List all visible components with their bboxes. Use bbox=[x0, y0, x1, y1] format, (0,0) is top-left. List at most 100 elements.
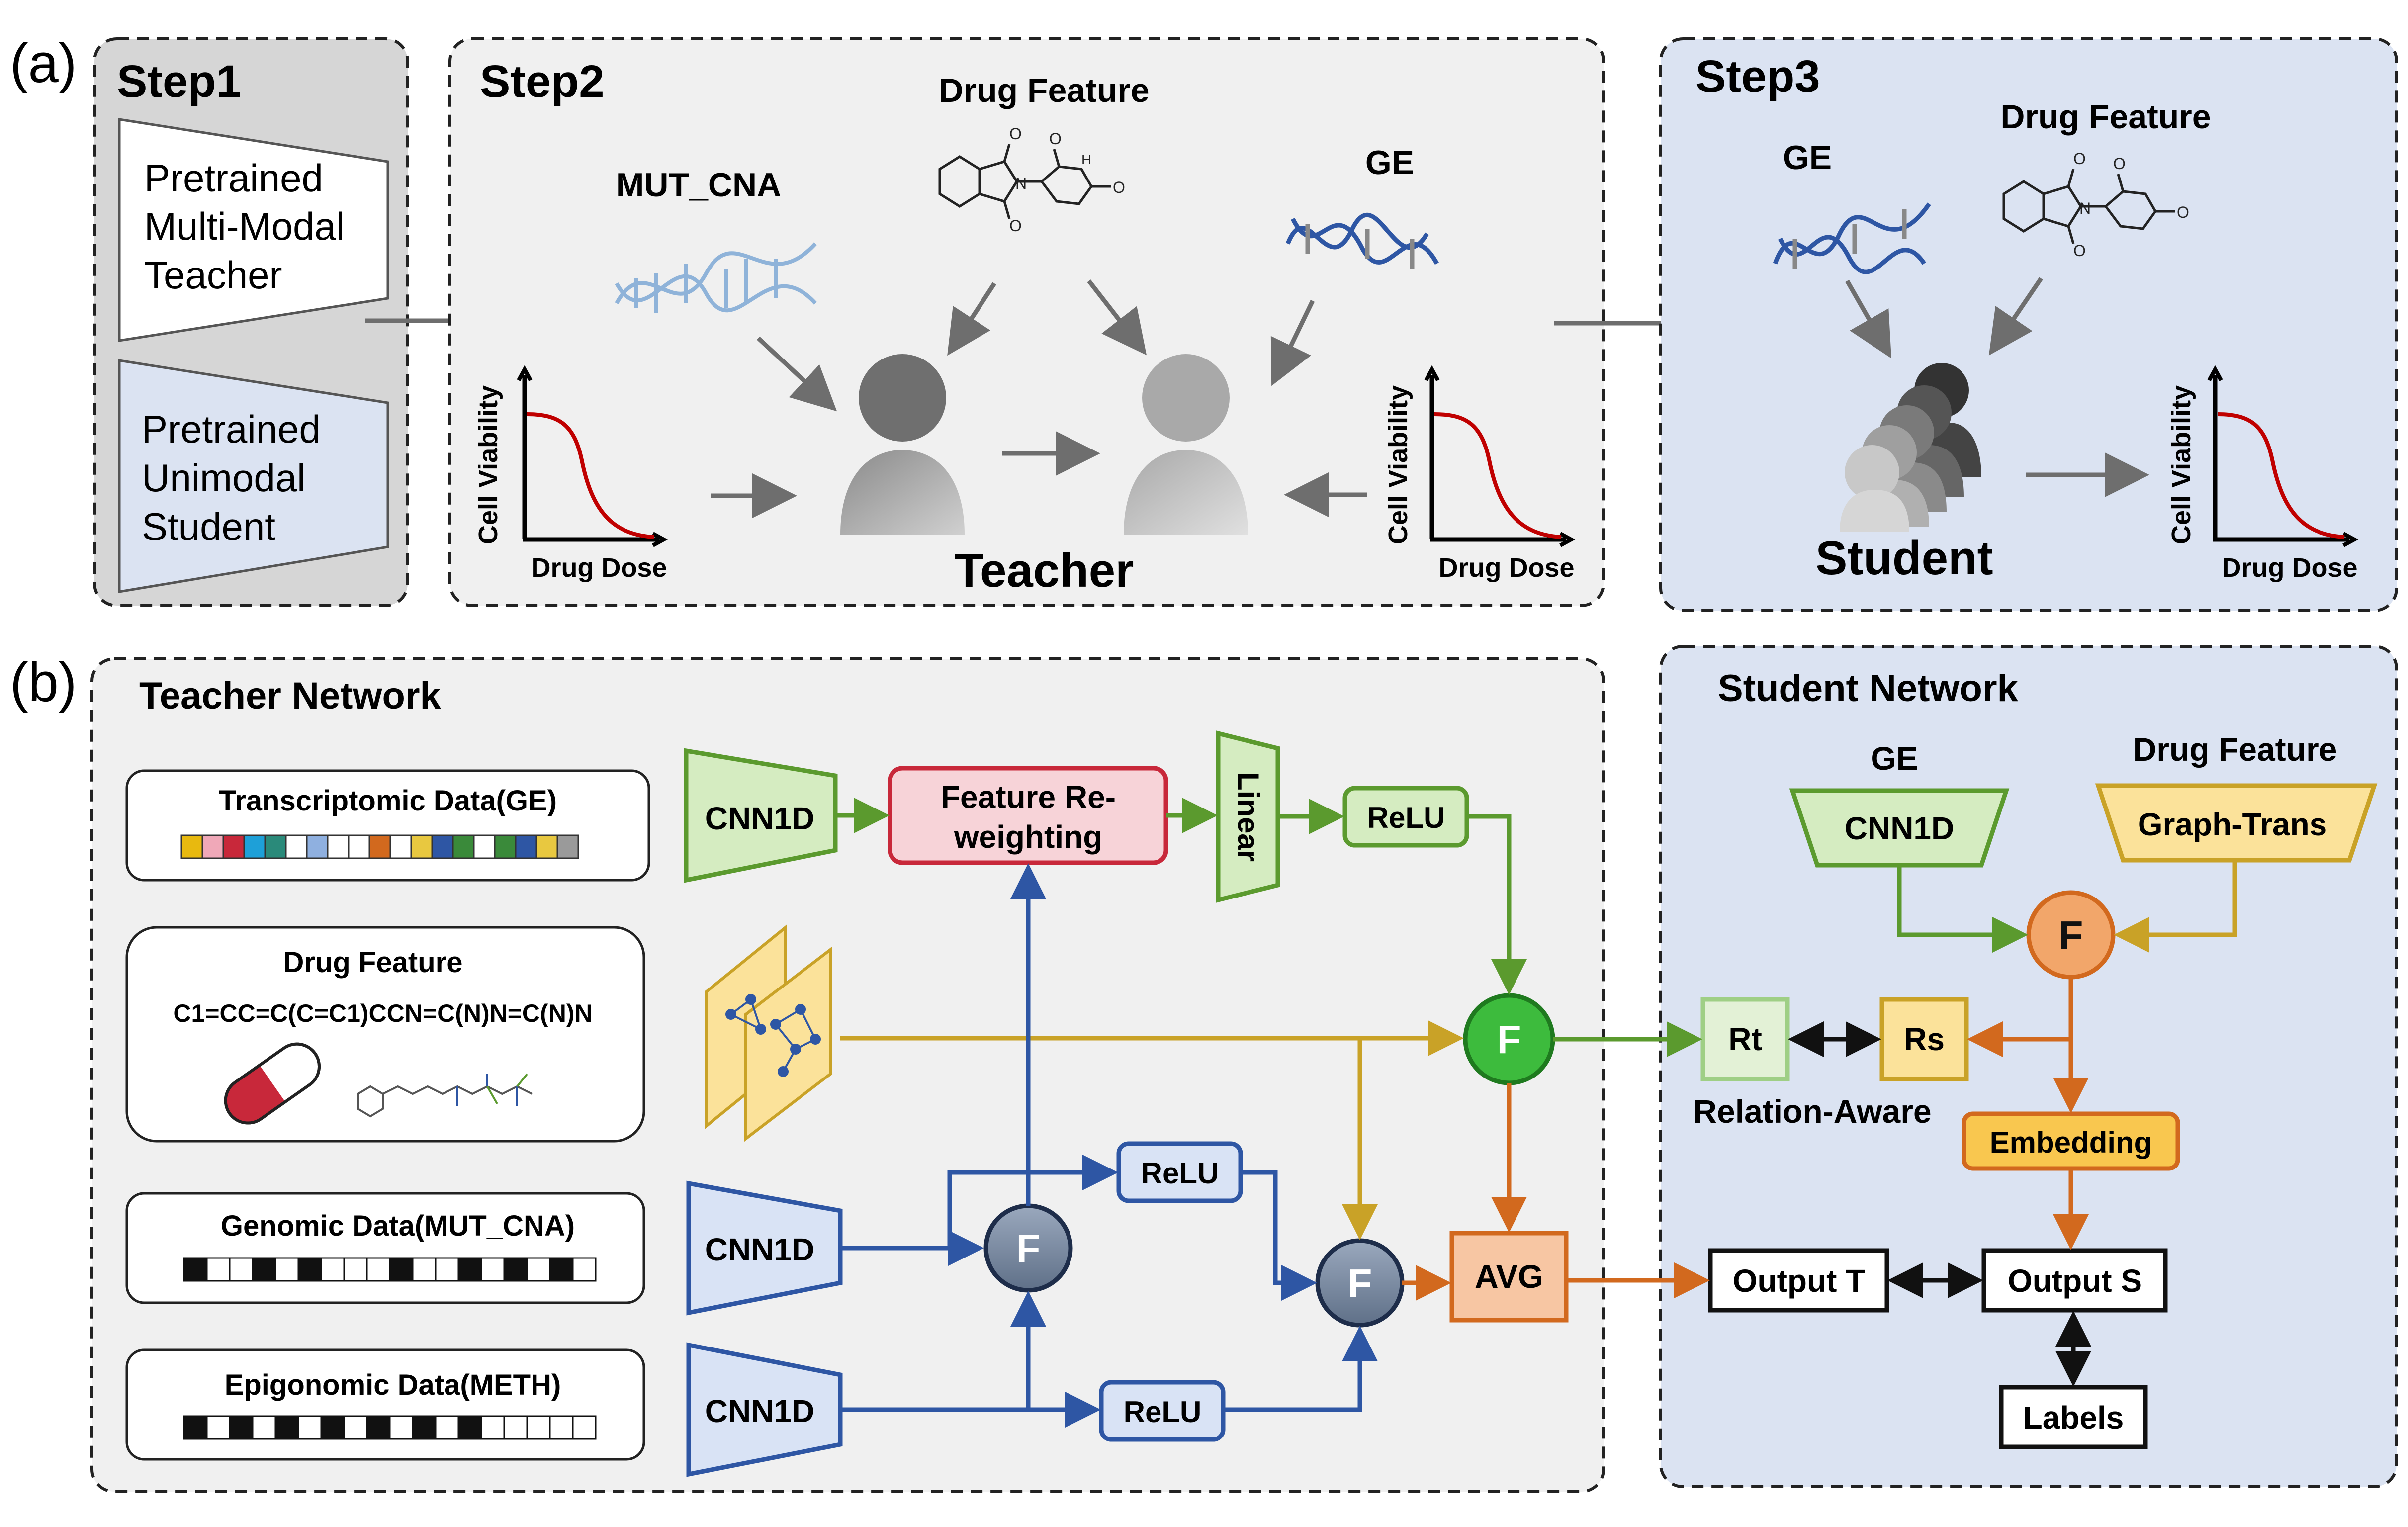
svg-text:H: H bbox=[1081, 152, 1091, 167]
drug-input-title: Drug Feature bbox=[283, 946, 463, 979]
student-drug-label: Drug Feature bbox=[2133, 731, 2337, 768]
student-network-panel: Student Network GE Drug Feature CNN1D Gr… bbox=[1659, 645, 2398, 1488]
drug-input-box: Drug Feature C1=CC=C(C=C1)CCN=C(N)N=C(N)… bbox=[125, 926, 645, 1143]
svg-text:F: F bbox=[1016, 1226, 1041, 1270]
person-icon bbox=[840, 354, 965, 535]
relu-meth-block: ReLU bbox=[1099, 1380, 1226, 1442]
student-network-title: Student Network bbox=[1718, 667, 2019, 710]
cnn1d-ge-block: CNN1D bbox=[684, 748, 838, 883]
step2-drug-feature-label: Drug Feature bbox=[939, 72, 1149, 109]
embedding-label: Embedding bbox=[1990, 1126, 2152, 1159]
svg-text:O: O bbox=[1009, 217, 1022, 235]
teacher-line-1: Pretrained bbox=[144, 156, 323, 200]
panel-b-label: (b) bbox=[10, 652, 77, 713]
student-cnn1d-block: CNN1D bbox=[1789, 788, 2010, 868]
step3-ge-label: GE bbox=[1783, 139, 1832, 177]
student-cnn1d-label: CNN1D bbox=[1845, 810, 1954, 846]
pretrained-teacher-trapezoid: Pretrained Multi-Modal Teacher bbox=[118, 118, 389, 342]
relu-mut-label: ReLU bbox=[1141, 1157, 1219, 1190]
fusion-node-mut-meth: F bbox=[983, 1203, 1073, 1293]
meth-feature-strip bbox=[183, 1415, 597, 1440]
step2-arrows bbox=[711, 279, 1367, 518]
linear-block: Linear bbox=[1216, 730, 1280, 903]
avg-block: AVG bbox=[1449, 1231, 1569, 1323]
student-fusion-node: F bbox=[2026, 890, 2116, 980]
output-t-block: Output T bbox=[1708, 1248, 1889, 1313]
step2-title: Step2 bbox=[480, 56, 605, 107]
student-label: Student bbox=[1815, 532, 1993, 585]
feature-reweighting-line2: weighting bbox=[954, 819, 1103, 855]
mut-input-box: Genomic Data(MUT_CNA) bbox=[125, 1192, 645, 1304]
step2-mut-cna-label: MUT_CNA bbox=[616, 166, 781, 204]
molecule-icon bbox=[357, 1073, 533, 1118]
relation-aware-label: Relation-Aware bbox=[1693, 1093, 1931, 1130]
teacher-network-panel: Teacher Network Transcriptomic Data(GE) bbox=[90, 657, 1605, 1493]
step3-xlabel: Drug Dose bbox=[2222, 553, 2357, 583]
output-t-label: Output T bbox=[1733, 1263, 1866, 1299]
step3-arrows bbox=[1845, 277, 2149, 497]
rt-label: Rt bbox=[1728, 1021, 1762, 1057]
mut-feature-strip bbox=[183, 1257, 597, 1282]
fusion-node-teacher: F bbox=[1463, 993, 1555, 1085]
svg-text:N: N bbox=[2079, 199, 2091, 217]
step3-ylabel: Cell Viability bbox=[2166, 385, 2196, 544]
meth-input-box: Epigonomic Data(METH) bbox=[125, 1348, 645, 1461]
person-icon bbox=[1124, 354, 1248, 535]
teacher-connections bbox=[835, 798, 1527, 1428]
molecule-icon: O O N O H O bbox=[938, 125, 1125, 235]
relu-mut-block: ReLU bbox=[1116, 1141, 1243, 1203]
teacher-label: Teacher bbox=[954, 544, 1134, 597]
fusion-node-omics: F bbox=[1315, 1238, 1405, 1328]
linear-label: Linear bbox=[1232, 772, 1265, 862]
graph-trans-label: Graph-Trans bbox=[2138, 807, 2327, 842]
molecule-icon: O O N O O bbox=[2002, 150, 2189, 260]
student-ge-label: GE bbox=[1871, 740, 1918, 777]
step1-title: Step1 bbox=[117, 56, 242, 107]
student-connections bbox=[1788, 860, 2237, 1387]
student-line-2: Unimodal bbox=[142, 456, 305, 500]
relu-ge-block: ReLU bbox=[1342, 786, 1469, 848]
step3-panel: Step3 GE Drug Feature O O N O O bbox=[1659, 37, 2398, 612]
svg-text:O: O bbox=[2073, 150, 2086, 168]
pill-icon bbox=[224, 1042, 321, 1125]
step3-title: Step3 bbox=[1695, 51, 1820, 102]
svg-text:O: O bbox=[1113, 179, 1125, 196]
svg-text:O: O bbox=[1049, 130, 1062, 148]
cnn1d-mut-block: CNN1D bbox=[686, 1180, 843, 1316]
cross-panel-connections bbox=[1553, 1021, 1710, 1298]
step2-left-ylabel: Cell Viability bbox=[473, 385, 503, 544]
step1-panel: Step1 Pretrained Multi-Modal Teacher Pre… bbox=[93, 37, 409, 607]
teacher-line-3: Teacher bbox=[144, 253, 282, 297]
cnn1d-ge-label: CNN1D bbox=[705, 801, 814, 836]
svg-text:O: O bbox=[2113, 155, 2126, 173]
svg-text:O: O bbox=[2073, 242, 2086, 260]
output-s-block: Output S bbox=[1981, 1248, 2168, 1313]
feature-reweighting-block: Feature Re- weighting bbox=[888, 766, 1168, 865]
rs-block: Rs bbox=[1879, 997, 1969, 1081]
student-line-1: Pretrained bbox=[142, 407, 321, 451]
step2-ge-label: GE bbox=[1365, 144, 1414, 181]
mut-input-label: Genomic Data(MUT_CNA) bbox=[221, 1210, 575, 1242]
teacher-line-2: Multi-Modal bbox=[144, 204, 345, 248]
svg-text:F: F bbox=[2059, 913, 2083, 957]
step2-right-xlabel: Drug Dose bbox=[1438, 553, 1574, 583]
embedding-block: Embedding bbox=[1962, 1111, 2180, 1171]
pretrained-student-trapezoid: Pretrained Unimodal Student bbox=[118, 359, 389, 593]
dna-icon bbox=[1773, 202, 1931, 274]
relu-ge-label: ReLU bbox=[1367, 801, 1445, 834]
svg-text:O: O bbox=[1009, 125, 1022, 143]
rs-label: Rs bbox=[1904, 1021, 1945, 1057]
svg-text:N: N bbox=[1015, 175, 1027, 192]
meth-input-label: Epigonomic Data(METH) bbox=[225, 1369, 561, 1401]
feature-reweighting-line1: Feature Re- bbox=[941, 779, 1116, 815]
svg-text:F: F bbox=[1497, 1017, 1521, 1062]
output-s-label: Output S bbox=[2008, 1263, 2142, 1299]
graph-trans-block: Graph-Trans bbox=[2095, 783, 2378, 863]
avg-label: AVG bbox=[1475, 1258, 1543, 1295]
student-line-3: Student bbox=[142, 505, 275, 548]
svg-text:O: O bbox=[2177, 203, 2189, 221]
cnn1d-meth-label: CNN1D bbox=[705, 1393, 814, 1429]
step2-left-xlabel: Drug Dose bbox=[531, 553, 667, 583]
step3-drug-feature-label: Drug Feature bbox=[2000, 98, 2211, 136]
